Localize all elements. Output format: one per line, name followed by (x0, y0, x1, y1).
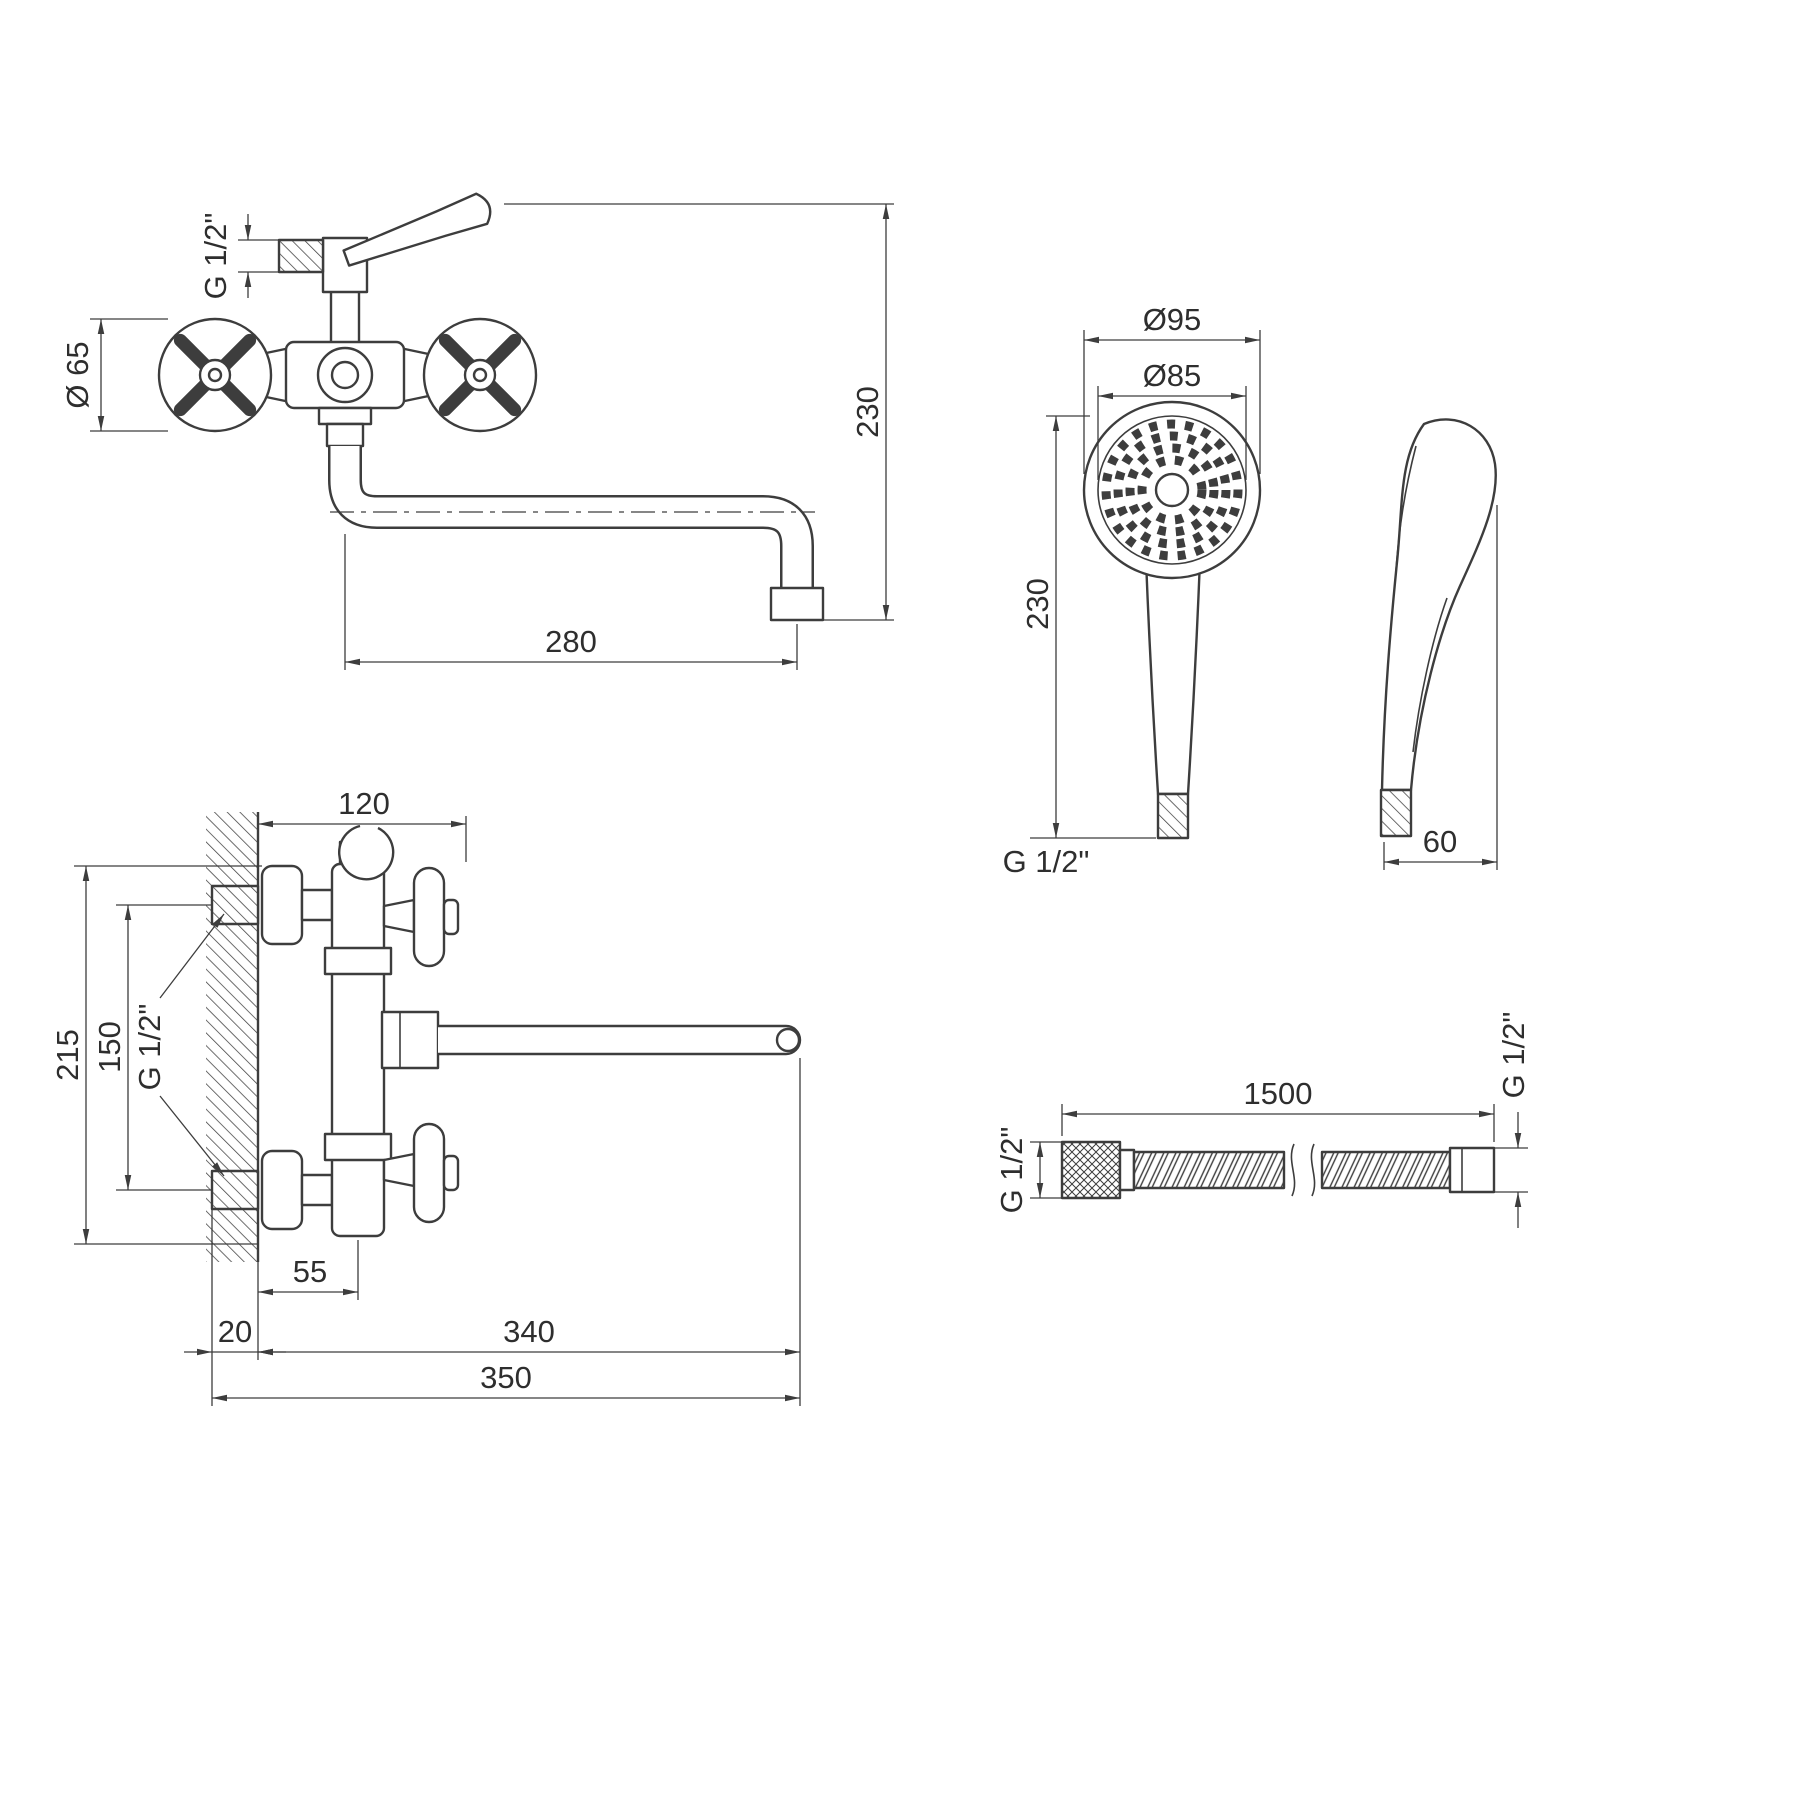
view-faucet-front: G 1/2" Ø 65 280 230 (60, 192, 894, 670)
body-boss-inner (330, 360, 360, 390)
dim-label-inlet-thread: G 1/2" (132, 1004, 167, 1091)
dim-hose-length: 1500 (1061, 1076, 1495, 1142)
spout-collar (325, 422, 365, 448)
dim-body-offset: 55 (258, 1240, 359, 1300)
top-bonnet-nut (323, 946, 393, 976)
dim-head-outer-diameter: Ø95 (1083, 302, 1261, 474)
dim-label-overall-height: 215 (50, 1029, 85, 1081)
dim-overall-length: 350 (212, 1360, 800, 1402)
dim-label-spout-length: 340 (503, 1314, 555, 1349)
handset-thread-front (1156, 792, 1190, 840)
diverter-lever (342, 192, 492, 267)
spout-outlet (769, 586, 825, 622)
dim-label-body-offset: 55 (293, 1254, 327, 1289)
top-eccentric (300, 888, 334, 922)
dim-label-head-face-diameter: Ø85 (1143, 358, 1202, 393)
dim-handset-length: 230 (1020, 415, 1156, 839)
spout-nut (317, 406, 373, 426)
dim-label-handset-length: 230 (1020, 578, 1055, 630)
dim-inlet-spacing: 150 (92, 904, 212, 1191)
dim-handle-diameter: Ø 65 (60, 318, 168, 432)
dim-label-wall-depth: 20 (218, 1314, 252, 1349)
hose-segment-left (1132, 1150, 1286, 1190)
view-faucet-side: 120 215 150 G 1/2" 55 (50, 786, 802, 1406)
view-shower-hose: 1500 G 1/2" G 1/2" (994, 1012, 1531, 1228)
dim-hose-thread-left: G 1/2" (994, 1127, 1062, 1214)
body-boss (316, 346, 374, 404)
shower-outlet-thread (277, 238, 325, 274)
hose-segment-right (1320, 1150, 1452, 1190)
dim-head-depth: 60 (1383, 505, 1498, 870)
bottom-inlet-thread (210, 1169, 260, 1211)
bottom-bonnet-nut (323, 1132, 393, 1162)
left-cross-handle (157, 317, 273, 433)
break-line-left (1290, 1143, 1296, 1197)
dim-label-handle-diameter: Ø 65 (60, 341, 95, 408)
dim-label-head-outer-diameter: Ø95 (1143, 302, 1202, 337)
bottom-eccentric (300, 1173, 334, 1207)
right-cross-handle (422, 317, 538, 433)
dim-label-hose-thread-right: G 1/2" (1496, 1012, 1531, 1099)
dim-spout-reach: 280 (344, 534, 798, 670)
dim-spout-length: 340 (258, 1314, 800, 1356)
handset-thread-side (1379, 788, 1413, 838)
handset-holder-hook (338, 824, 395, 881)
dim-label-body-width: 120 (338, 786, 390, 821)
handset-head-front (1082, 400, 1262, 580)
break-line-right (1310, 1143, 1316, 1197)
dim-head-face-diameter: Ø85 (1097, 358, 1247, 480)
dim-label-spout-reach: 280 (545, 624, 597, 659)
spout-side (380, 1010, 802, 1070)
dim-front-thread: G 1/2" (198, 213, 279, 300)
diverter-neck (329, 288, 361, 346)
dim-label-hose-length: 1500 (1244, 1076, 1313, 1111)
hose-left-fitting (1060, 1140, 1136, 1200)
bottom-handle-side (382, 1122, 460, 1224)
dim-label-inlet-spacing: 150 (92, 1021, 127, 1073)
handset-side-view (1379, 418, 1497, 838)
dim-label-front-thread: G 1/2" (198, 213, 233, 300)
top-escutcheon (260, 864, 304, 946)
dim-label-hose-thread-left: G 1/2" (994, 1127, 1029, 1214)
top-handle-side (382, 866, 460, 968)
dim-body-width: 120 (258, 786, 467, 862)
dim-label-overall-length: 350 (480, 1360, 532, 1395)
dim-hose-thread-right: G 1/2" (1494, 1012, 1531, 1228)
dim-label-front-height: 230 (850, 386, 885, 438)
top-inlet-thread (210, 884, 260, 926)
bottom-escutcheon (260, 1149, 304, 1231)
dim-wall-depth: 20 (184, 1314, 286, 1356)
body-side (330, 862, 386, 1238)
view-shower-handset: Ø95 Ø85 230 G 1/2" 60 (1003, 302, 1498, 879)
long-spout (328, 446, 825, 622)
dim-label-head-depth: 60 (1423, 824, 1457, 859)
hose-right-fitting (1448, 1146, 1496, 1194)
dim-overall-height: 215 (50, 865, 262, 1245)
dim-label-handset-thread: G 1/2" (1003, 844, 1090, 879)
dim-front-height: 230 (504, 203, 894, 621)
dim-inlet-thread: G 1/2" (132, 913, 225, 1177)
